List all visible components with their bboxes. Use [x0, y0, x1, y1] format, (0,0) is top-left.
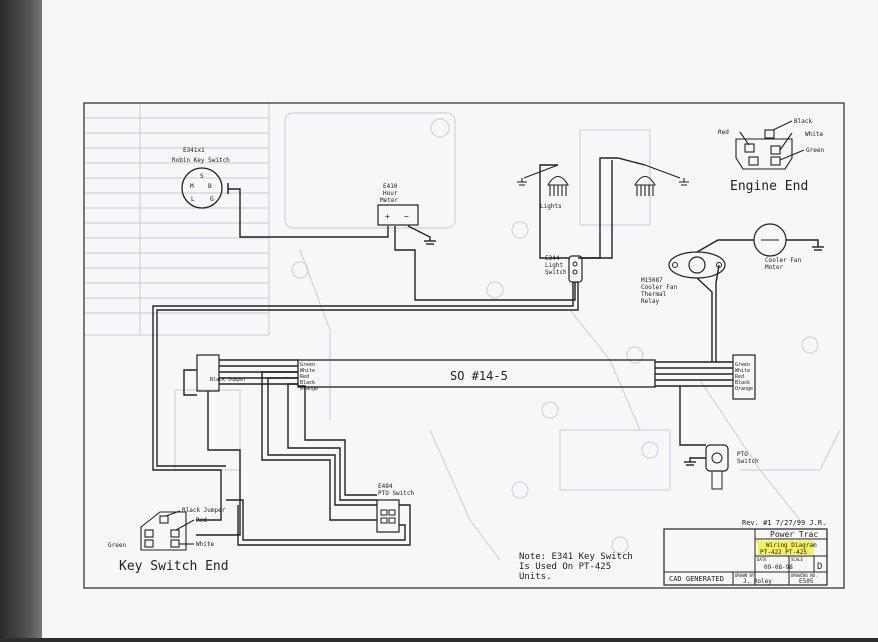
drawing-title: Wiring Diagram — [766, 542, 817, 549]
key-switch-end-title: Key Switch End — [119, 559, 229, 574]
engine-end-title: Engine End — [730, 179, 808, 194]
svg-text:Black: Black — [794, 118, 812, 125]
company-name: Power Trac — [770, 530, 818, 539]
svg-text:CAD GENERATED: CAD GENERATED — [669, 575, 724, 583]
wiring-diagram: E341x1 Robin Key Switch S M B L G E410 H… — [83, 102, 845, 589]
pto-switch-e484: E484 PTO Switch — [376, 483, 415, 533]
wires — [152, 157, 824, 546]
svg-text:DATE: DATE — [757, 557, 767, 562]
svg-text:Hour: Hour — [383, 190, 398, 197]
svg-text:Orange: Orange — [300, 386, 318, 392]
svg-text:Black Jumper: Black Jumper — [182, 507, 226, 514]
svg-text:Motor: Motor — [765, 264, 783, 271]
svg-text:Switch: Switch — [737, 458, 759, 465]
svg-text:White: White — [300, 368, 315, 374]
svg-text:SCALE: SCALE — [791, 557, 804, 562]
svg-text:+: + — [385, 212, 390, 221]
title-block: Rev. #1 7/27/99 J.R. Power Trac TITLE Wi… — [663, 519, 828, 586]
svg-text:DRAWING NO.: DRAWING NO. — [791, 573, 818, 578]
svg-text:B: B — [208, 183, 212, 190]
key-switch-end-connector — [140, 510, 195, 551]
svg-text:E484: E484 — [378, 483, 393, 490]
svg-text:Cooler Fan: Cooler Fan — [765, 257, 802, 264]
svg-text:E410: E410 — [383, 183, 398, 190]
svg-text:PTO Switch: PTO Switch — [378, 490, 415, 497]
svg-text:White: White — [735, 368, 750, 374]
svg-text:DRAWN BY: DRAWN BY — [735, 573, 755, 578]
svg-text:Black: Black — [735, 380, 750, 386]
scanner-shadow — [0, 0, 42, 638]
svg-text:Green: Green — [806, 147, 824, 154]
svg-text:Is Used On PT-425: Is Used On PT-425 — [519, 562, 611, 572]
svg-text:Relay: Relay — [641, 298, 659, 305]
svg-text:Green: Green — [735, 362, 750, 368]
svg-text:PTO: PTO — [737, 451, 748, 458]
scanned-page: E341x1 Robin Key Switch S M B L G E410 H… — [42, 0, 878, 638]
note: Note: E341 Key Switch Is Used On PT-425 … — [519, 552, 633, 582]
svg-text:Red: Red — [735, 374, 744, 380]
svg-text:Red: Red — [300, 374, 309, 380]
svg-text:Red: Red — [718, 129, 729, 136]
svg-text:Orange: Orange — [735, 386, 753, 392]
light-switch: E344 Light Switch — [545, 255, 583, 283]
svg-text:Green: Green — [108, 542, 126, 549]
svg-text:J. Roley: J. Roley — [743, 578, 772, 585]
title-highlight — [758, 541, 814, 555]
svg-text:Meter: Meter — [380, 197, 398, 204]
hour-meter-body — [377, 204, 419, 226]
lights-label: Lights — [540, 203, 562, 210]
svg-text:Thermal: Thermal — [641, 291, 667, 298]
key-switch-part: E341x1 — [183, 147, 205, 154]
svg-text:M: M — [190, 183, 194, 190]
lights — [517, 164, 689, 196]
revision: Rev. #1 7/27/99 J.R. — [742, 519, 826, 527]
svg-text:09-08-98: 09-08-98 — [764, 564, 793, 571]
svg-text:SO #14-5: SO #14-5 — [450, 369, 508, 383]
svg-text:G: G — [210, 196, 214, 203]
key-switch-body — [181, 167, 223, 209]
drawing-border — [83, 102, 845, 589]
svg-text:M15087: M15087 — [641, 277, 663, 284]
svg-text:S: S — [200, 173, 204, 180]
svg-text:L: L — [191, 196, 195, 203]
svg-text:Note: E341 Key Switch: Note: E341 Key Switch — [519, 552, 633, 562]
key-switch-name: Robin Key Switch — [172, 157, 230, 164]
svg-text:Black: Black — [300, 380, 315, 386]
svg-text:Switch: Switch — [545, 269, 567, 276]
svg-text:Cooler Fan: Cooler Fan — [641, 284, 678, 291]
cooler-fan-motor: Cooler Fan Motor — [753, 223, 802, 271]
svg-text:D: D — [817, 562, 822, 572]
svg-text:Units.: Units. — [519, 572, 552, 582]
svg-text:White: White — [805, 131, 823, 138]
faint-background — [83, 102, 841, 561]
svg-text:Black Jumper: Black Jumper — [210, 377, 246, 383]
svg-text:PT-422 PT-425: PT-422 PT-425 — [760, 549, 807, 556]
connector-so-14-5: SO #14-5 Green White Red Black Orange Gr… — [196, 354, 756, 400]
svg-text:Light: Light — [545, 262, 563, 269]
engine-end-connector — [735, 120, 805, 170]
svg-text:E505: E505 — [799, 578, 814, 585]
svg-text:−: − — [404, 212, 409, 221]
hour-meter: E410 Hour Meter + − — [377, 183, 419, 226]
svg-text:Green: Green — [300, 362, 315, 368]
pto-switch-right: PTO Switch — [705, 444, 759, 490]
svg-text:White: White — [196, 541, 214, 548]
